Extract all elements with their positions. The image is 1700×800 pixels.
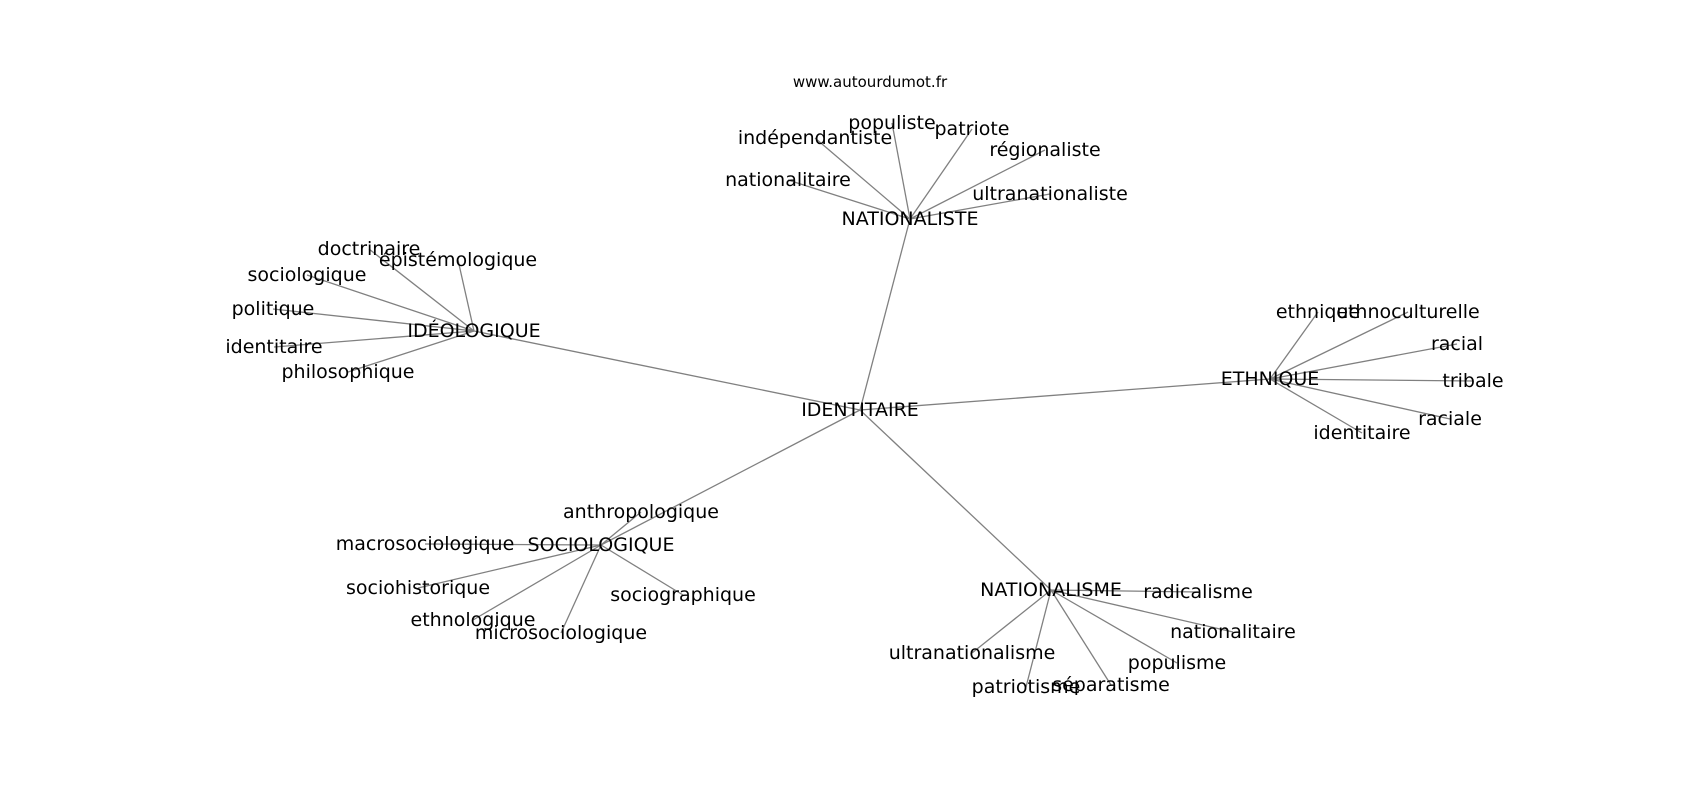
graph-edge	[1025, 589, 1052, 688]
leaf-node: ultranationaliste	[972, 183, 1128, 205]
leaf-node: régionaliste	[989, 139, 1100, 161]
graph-edge	[1269, 311, 1409, 380]
graph-edge	[368, 248, 475, 332]
graph-edge	[859, 409, 1052, 591]
graph-edge	[1269, 378, 1363, 434]
graph-edge	[306, 274, 475, 332]
graph-edge	[909, 128, 973, 220]
leaf-node: ethnologique	[411, 609, 536, 631]
graph-edge	[909, 193, 1051, 220]
leaf-node: nationalitaire	[1170, 621, 1296, 643]
leaf-node: anthropologique	[563, 501, 719, 523]
graph-edge	[600, 511, 642, 546]
leaf-node: raciale	[1418, 408, 1482, 430]
leaf-node: ultranationalisme	[889, 642, 1056, 664]
hub-node-nationaliste: NATIONALISTE	[842, 208, 979, 230]
leaf-node: ethnoculturelle	[1336, 301, 1479, 323]
graph-edge	[1050, 589, 1234, 633]
leaf-node: ethnique	[1276, 301, 1360, 323]
leaf-node: patriotisme	[972, 676, 1081, 698]
graph-edge	[472, 544, 602, 621]
graph-edge	[1269, 343, 1458, 380]
graph-edge	[273, 330, 475, 348]
graph-edge	[891, 122, 911, 220]
center-node: IDENTITAIRE	[801, 399, 919, 421]
leaf-node: patriote	[934, 118, 1009, 140]
leaf-node: microsociologique	[475, 622, 647, 644]
leaf-node: indépendantiste	[738, 127, 892, 149]
source-url: www.autourdumot.fr	[793, 73, 948, 91]
graph-edge	[347, 330, 475, 373]
graph-edge	[787, 179, 911, 220]
graph-edge	[417, 544, 602, 589]
graph-edge	[859, 218, 911, 411]
leaf-node: sociohistorique	[346, 577, 490, 599]
leaf-node: nationalitaire	[725, 169, 851, 191]
leaf-node: identitaire	[1313, 422, 1410, 444]
graph-edge	[600, 409, 861, 546]
leaf-node: politique	[232, 298, 315, 320]
graph-nodes: IDENTITAIRE NATIONALISTE nationalitaire ind…	[225, 112, 1503, 698]
leaf-node: tribale	[1442, 370, 1503, 392]
graph-edge	[560, 544, 602, 634]
leaf-node: philosophique	[282, 361, 415, 383]
graph-edge	[473, 330, 861, 411]
graph-edge	[1050, 589, 1112, 686]
leaf-node: populiste	[848, 112, 935, 134]
hub-node-nationalisme: NATIONALISME	[980, 579, 1122, 601]
hub-node-ideologique: IDÉOLOGIQUE	[407, 319, 540, 342]
graph-edge	[1269, 378, 1451, 420]
graph-edge	[1269, 378, 1474, 382]
graph-edge	[1269, 311, 1319, 380]
hub-node-ethnique: ETHNIQUE	[1221, 368, 1320, 390]
leaf-node: sociographique	[610, 584, 756, 606]
leaf-node: identitaire	[225, 336, 322, 358]
graph-edge	[1050, 589, 1199, 593]
graph-edge	[971, 589, 1052, 654]
graph-edges	[272, 122, 1474, 688]
leaf-node: séparatisme	[1052, 674, 1170, 696]
graph-edge	[909, 149, 1046, 220]
hub-node-sociologique: SOCIOLOGIQUE	[528, 534, 675, 556]
leaf-node: radicalisme	[1143, 581, 1253, 603]
leaf-node: racial	[1431, 333, 1483, 355]
leaf-node: doctrinaire	[318, 238, 421, 260]
leaf-node: épistémologique	[379, 249, 537, 271]
graph-edge	[272, 308, 475, 332]
graph-edge	[600, 544, 684, 596]
leaf-node: populisme	[1128, 652, 1226, 674]
leaf-node: sociologique	[248, 264, 367, 286]
graph-edge	[1050, 589, 1178, 664]
leaf-node: macrosociologique	[336, 533, 515, 555]
graph-edge	[424, 543, 602, 546]
graph-edge	[859, 378, 1271, 411]
graph-edge	[814, 137, 911, 220]
graph-edge	[457, 259, 475, 332]
